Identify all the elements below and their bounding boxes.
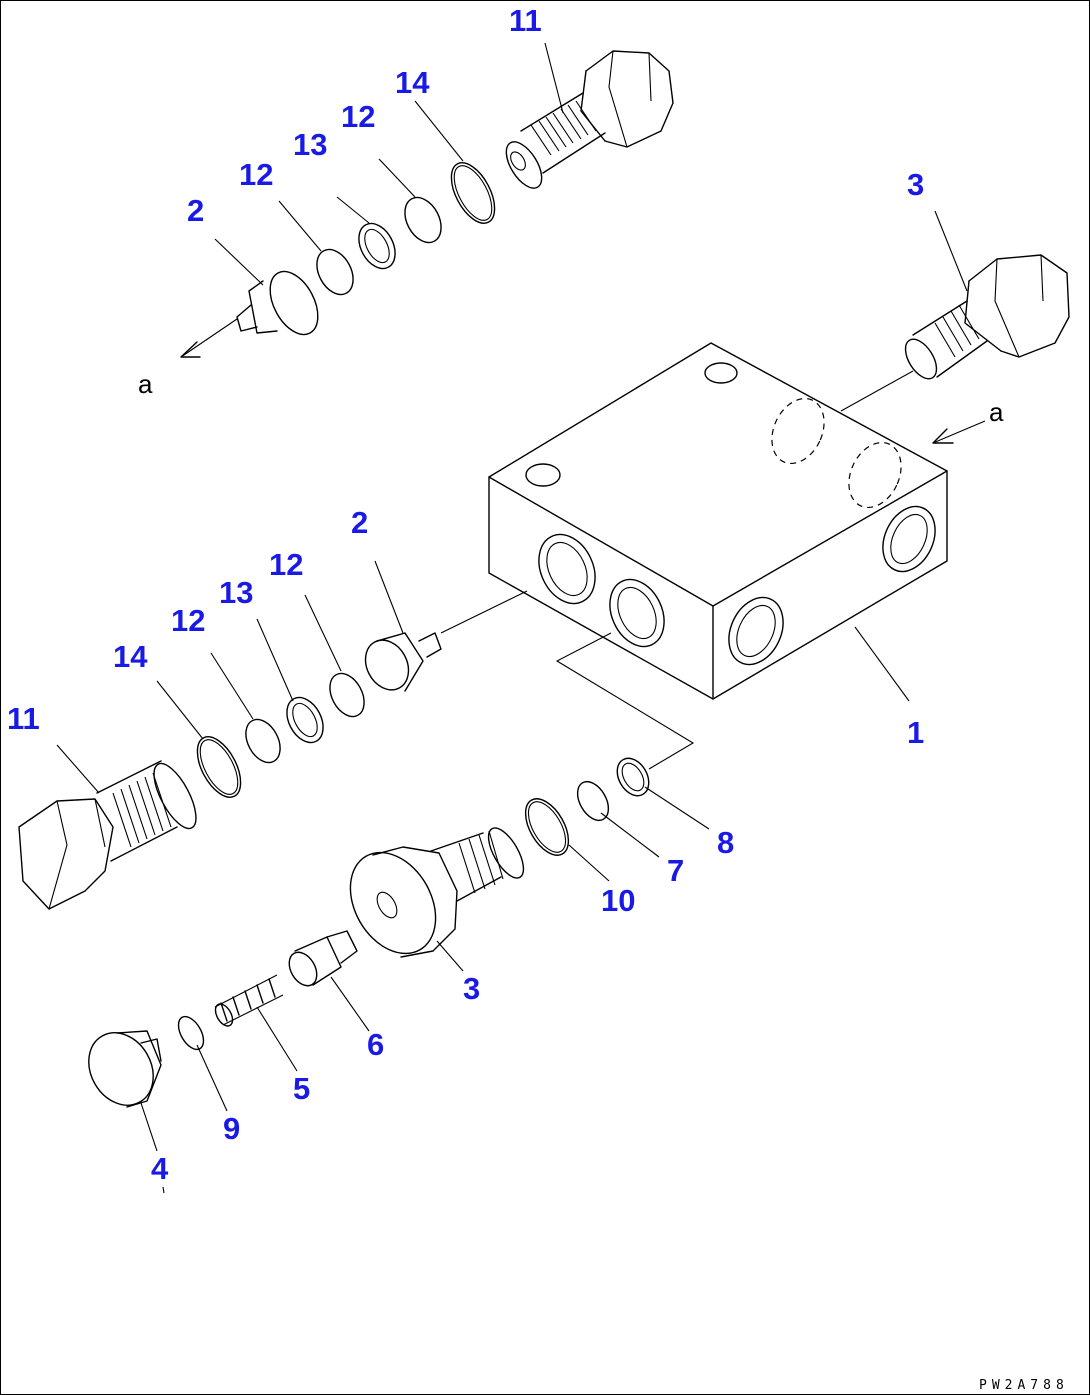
ring-8 <box>616 757 650 797</box>
callout-5: 5 <box>293 1071 310 1106</box>
plug-4 <box>88 1030 162 1108</box>
spool-2-mid <box>364 632 442 692</box>
callout-12-top-b: 12 <box>341 99 375 134</box>
ring-12-top-a <box>316 248 354 296</box>
ring-12-mid-a <box>329 672 365 718</box>
callout-12-top-a: 12 <box>239 157 273 192</box>
callout-7: 7 <box>667 853 684 888</box>
ring-13-top <box>358 222 396 270</box>
oring-10 <box>524 798 570 856</box>
center-lines <box>180 318 986 770</box>
plug-3-right <box>904 254 1070 380</box>
callout-12-mid-b: 12 <box>269 547 303 582</box>
callout-9: 9 <box>223 1111 240 1146</box>
callout-12-mid-a: 12 <box>171 603 205 638</box>
callout-6: 6 <box>367 1027 384 1062</box>
ring-9 <box>177 1015 205 1051</box>
callout-14-mid: 14 <box>113 639 148 674</box>
plug-11-top <box>505 50 674 189</box>
ring-12-mid-b <box>245 718 281 764</box>
view-label-a-top: a <box>138 369 153 399</box>
spring-5 <box>214 974 284 1027</box>
callout-2-top: 2 <box>187 193 204 228</box>
oring-14-top <box>450 162 496 224</box>
valve-body <box>488 342 948 700</box>
callout-2-mid: 2 <box>351 505 368 540</box>
oring-14-mid <box>196 736 242 798</box>
callout-labels: 11 14 12 13 12 2 3 2 12 13 12 14 11 1 8 … <box>7 3 924 1186</box>
callout-3-bottom: 3 <box>463 971 480 1006</box>
view-label-a-right: a <box>989 397 1004 427</box>
ring-7 <box>576 780 610 822</box>
seals <box>177 162 650 1051</box>
callout-4: 4 <box>151 1151 169 1186</box>
leader-lines <box>56 42 968 1194</box>
valve-3-bottom <box>349 827 525 958</box>
callout-10: 10 <box>601 883 635 918</box>
poppet-6 <box>288 930 358 987</box>
callout-11-left: 11 <box>7 701 40 736</box>
callout-11-top: 11 <box>509 3 542 38</box>
callout-1: 1 <box>907 715 924 750</box>
callout-3-right: 3 <box>907 167 924 202</box>
spool-2-top <box>236 270 319 336</box>
ring-13-mid <box>286 696 324 744</box>
callout-13-mid: 13 <box>219 575 253 610</box>
callout-8: 8 <box>717 825 734 860</box>
ring-12-top-b <box>404 196 442 244</box>
callout-13-top: 13 <box>293 127 327 162</box>
callout-14-top: 14 <box>395 65 430 100</box>
plug-11-left <box>18 760 197 910</box>
drawing-code: PW2A788 <box>979 1378 1069 1393</box>
